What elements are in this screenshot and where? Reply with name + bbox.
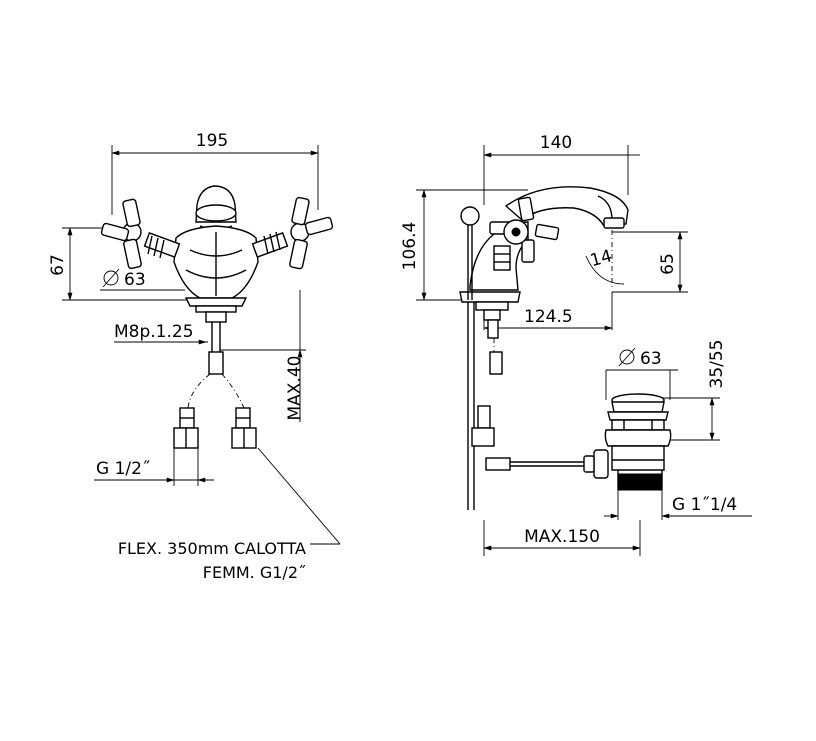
dim-height: 67 (48, 254, 68, 276)
dim-spout-reach: 124.5 (524, 307, 573, 327)
note-flex-line2: FEMM. G1/2˝ (203, 563, 306, 582)
dim-thread: M8p.1.25 (114, 322, 194, 342)
note-flex-line1: FLEX. 350mm CALOTTA (118, 539, 306, 558)
side-view: 140 106.4 (400, 133, 688, 510)
dim-waste-thread: G 1˝1/4 (672, 495, 737, 515)
dim-base-diameter: 63 (124, 270, 146, 290)
dim-angle: 14 (588, 246, 614, 271)
dim-waste-height: 35/55 (707, 340, 727, 389)
dim-side-height: 106.4 (400, 222, 420, 271)
dim-side-width: 140 (540, 133, 572, 153)
dim-supply-thread: G 1/2˝ (96, 459, 150, 479)
dim-waste-diameter: 63 (640, 349, 662, 369)
dim-overall-width: 195 (196, 131, 228, 151)
dim-max-depth: MAX.40 (285, 356, 305, 421)
dim-spout-height: 65 (658, 253, 678, 275)
waste-view: 63 35/55 G 1˝1/4 MAX.150 (483, 340, 752, 556)
front-view: 195 67 63 (48, 131, 341, 582)
dim-max-rod: MAX.150 (524, 527, 600, 547)
